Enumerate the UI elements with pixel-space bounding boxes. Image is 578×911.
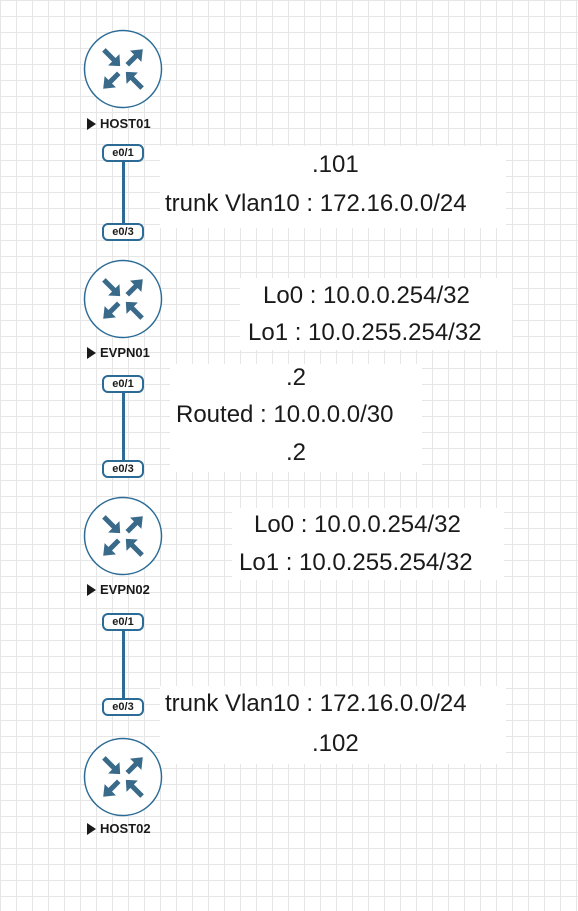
port-evpn01-e0-3[interactable]: e0/3 bbox=[102, 223, 144, 241]
play-triangle-icon bbox=[87, 822, 96, 835]
node-label-text: HOST02 bbox=[100, 821, 151, 836]
port-evpn01-e0-1[interactable]: e0/1 bbox=[102, 375, 144, 393]
router-icon bbox=[83, 259, 163, 339]
play-triangle-icon bbox=[87, 117, 96, 130]
router-icon bbox=[83, 29, 163, 109]
router-host01[interactable] bbox=[83, 29, 163, 109]
trunk-top-label[interactable]: trunk Vlan10 : 172.16.0.0/24 bbox=[165, 190, 467, 217]
router-icon bbox=[83, 496, 163, 576]
port-evpn02-e0-1[interactable]: e0/1 bbox=[102, 613, 144, 631]
evpn01-lo0-label[interactable]: Lo0 : 10.0.0.254/32 bbox=[263, 282, 470, 309]
annotation-box-host01 bbox=[160, 146, 506, 228]
annotation-box-host02 bbox=[160, 686, 506, 764]
annotation-box-routed bbox=[170, 364, 422, 472]
host01-ip-label[interactable]: .101 bbox=[312, 151, 359, 178]
router-host02[interactable] bbox=[83, 737, 163, 817]
port-host01-e0-1[interactable]: e0/1 bbox=[102, 144, 144, 162]
link-host01-evpn01[interactable] bbox=[122, 150, 125, 240]
annotation-box-evpn02 bbox=[232, 508, 504, 580]
node-label-host02[interactable]: HOST02 bbox=[87, 821, 151, 836]
evpn01-lo1-label[interactable]: Lo1 : 10.0.255.254/32 bbox=[248, 319, 482, 346]
port-evpn02-e0-3[interactable]: e0/3 bbox=[102, 460, 144, 478]
node-label-evpn01[interactable]: EVPN01 bbox=[87, 345, 150, 360]
node-label-evpn02[interactable]: EVPN02 bbox=[87, 582, 150, 597]
node-label-text: EVPN02 bbox=[100, 582, 150, 597]
node-label-host01[interactable]: HOST01 bbox=[87, 116, 151, 131]
link-evpn01-evpn02[interactable] bbox=[122, 380, 125, 470]
port-host02-e0-3[interactable]: e0/3 bbox=[102, 698, 144, 716]
node-label-text: EVPN01 bbox=[100, 345, 150, 360]
evpn02-lo1-label[interactable]: Lo1 : 10.0.255.254/32 bbox=[239, 549, 473, 576]
play-triangle-icon bbox=[87, 583, 96, 596]
routed-bottom-ip-label[interactable]: .2 bbox=[286, 439, 307, 466]
routed-subnet-label[interactable]: Routed : 10.0.0.0/30 bbox=[176, 401, 394, 428]
host02-ip-label[interactable]: .102 bbox=[312, 730, 359, 757]
router-evpn01[interactable] bbox=[83, 259, 163, 339]
evpn02-lo0-label[interactable]: Lo0 : 10.0.0.254/32 bbox=[254, 511, 461, 538]
node-label-text: HOST01 bbox=[100, 116, 151, 131]
router-icon bbox=[83, 737, 163, 817]
play-triangle-icon bbox=[87, 346, 96, 359]
annotation-box-evpn01 bbox=[240, 278, 512, 350]
trunk-bottom-label[interactable]: trunk Vlan10 : 172.16.0.0/24 bbox=[165, 690, 467, 717]
link-evpn02-host02[interactable] bbox=[122, 620, 125, 710]
routed-top-ip-label[interactable]: .2 bbox=[286, 364, 307, 391]
router-evpn02[interactable] bbox=[83, 496, 163, 576]
